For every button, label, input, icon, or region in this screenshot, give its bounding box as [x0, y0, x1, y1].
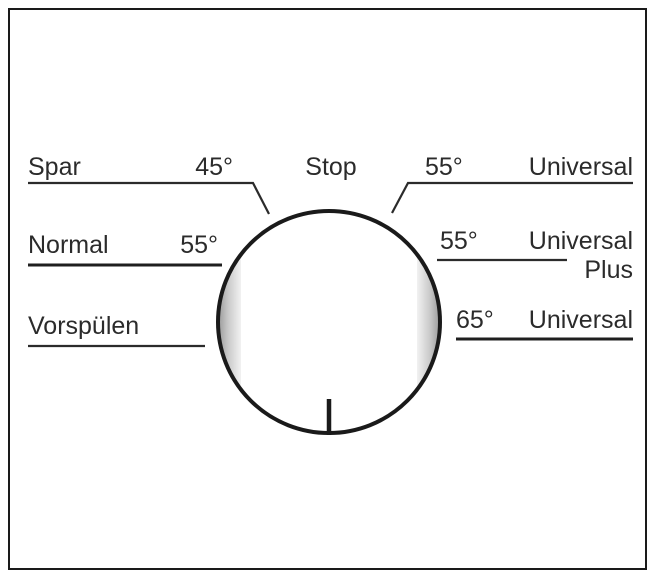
- program-universal-plus-name-line2: Plus: [584, 256, 633, 284]
- program-spar-name: Spar: [28, 153, 81, 181]
- program-universal-plus-name: Universal: [529, 227, 633, 255]
- program-universal-65-name: Universal: [529, 306, 633, 334]
- program-universal-plus: 55° Universal Plus: [437, 227, 633, 284]
- control-panel-frame: [8, 8, 647, 570]
- program-universal-65-temp: 65°: [456, 306, 494, 334]
- program-universal: 55° Universal: [391, 153, 633, 214]
- program-normal-name: Normal: [28, 231, 109, 259]
- program-spar-leader: [28, 181, 270, 215]
- stop-label: Stop: [305, 153, 356, 181]
- program-universal-temp: 55°: [425, 153, 463, 181]
- program-universal-leader: [391, 181, 633, 214]
- program-normal-temp: 55°: [180, 231, 218, 259]
- program-spar-temp: 45°: [195, 153, 233, 181]
- knob-shading: [218, 240, 440, 390]
- program-vorspuelen: Vorspülen: [28, 312, 205, 348]
- program-vorspuelen-name: Vorspülen: [28, 312, 139, 340]
- program-universal-65: 65° Universal: [456, 306, 633, 341]
- program-universal-name: Universal: [529, 153, 633, 181]
- program-spar: Spar 45°: [28, 153, 270, 215]
- program-normal: Normal 55°: [28, 231, 222, 267]
- program-universal-plus-temp: 55°: [440, 227, 478, 255]
